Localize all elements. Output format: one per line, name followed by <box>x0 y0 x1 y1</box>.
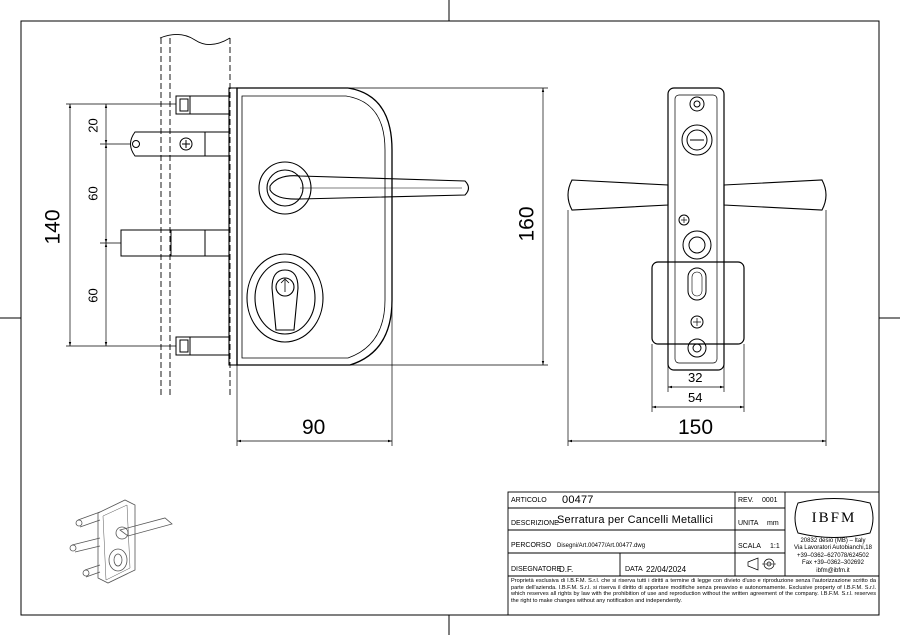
address-line: 20832 desio (MB) – Italy <box>800 538 866 544</box>
data-label: DATA <box>625 566 643 573</box>
title-block-grid <box>507 491 880 616</box>
scala-label: SCALA <box>738 543 761 550</box>
descrizione-label: DESCRIZIONE <box>511 520 559 527</box>
company-logo: IBFM <box>790 497 878 539</box>
dim-150: 150 <box>678 416 714 439</box>
gate-post-outline <box>160 38 231 395</box>
bottom-bolt <box>175 336 230 356</box>
post-break-line <box>159 34 231 45</box>
middle-bolt <box>120 229 230 257</box>
dim-160: 160 <box>515 206 539 242</box>
address-line: Fax +39–0362–302692 <box>802 560 864 567</box>
dim-60-bottom: 60 <box>85 288 101 303</box>
front-dimensions <box>66 87 548 446</box>
isometric-thumbnail <box>69 499 173 584</box>
front-view <box>120 34 470 395</box>
lever-handle <box>258 161 470 215</box>
side-plate <box>667 87 725 371</box>
disegnatore-value: D.F. <box>559 565 574 574</box>
percorso-label: PERCORSO <box>511 542 552 549</box>
articolo-value: 00477 <box>562 494 594 506</box>
data-value: 22/04/2024 <box>646 565 687 574</box>
cylinder-escutcheon <box>246 253 324 343</box>
side-lever-left <box>567 179 669 211</box>
side-dimensions <box>567 210 827 446</box>
top-bolt <box>175 95 230 115</box>
dim-90: 90 <box>302 416 326 439</box>
articolo-label: ARTICOLO <box>511 497 547 504</box>
rev-label: REV. <box>738 497 754 504</box>
rev-value: 0001 <box>762 497 778 504</box>
cylinder-housing <box>651 261 745 345</box>
dim-140: 140 <box>41 209 65 245</box>
company-address: 20832 desio (MB) – Italy Via Lavoratori … <box>787 538 879 575</box>
side-lever-right <box>723 179 827 211</box>
address-line: Via Lavoratori Autobianchi,18 <box>794 545 872 552</box>
descrizione-value: Serratura per Cancelli Metallici <box>557 514 714 526</box>
address-line: +39–0362–627078/624502 <box>797 552 869 559</box>
scala-value: 1:1 <box>770 543 780 550</box>
side-view <box>567 87 827 371</box>
lock-body-inner <box>241 95 386 359</box>
disegnatore-label: DISEGNATORE <box>511 566 562 573</box>
legal-notice: Proprietà esclusiva di I.B.F.M. S.r.l. c… <box>511 578 876 604</box>
dim-20: 20 <box>85 118 101 133</box>
unita-label: UNITA <box>738 520 759 527</box>
dim-60-top: 60 <box>85 186 101 201</box>
lock-body <box>236 87 393 366</box>
company-logo-text: IBFM <box>811 509 857 526</box>
unita-value: mm <box>767 520 779 527</box>
address-line: ibfm@ibfm.it <box>816 567 850 574</box>
percorso-value: Disegni/Art.00477/Art.00477.dwg <box>557 543 646 549</box>
dim-32: 32 <box>688 370 703 385</box>
latch-bolt <box>130 131 230 157</box>
dim-54: 54 <box>688 390 703 405</box>
